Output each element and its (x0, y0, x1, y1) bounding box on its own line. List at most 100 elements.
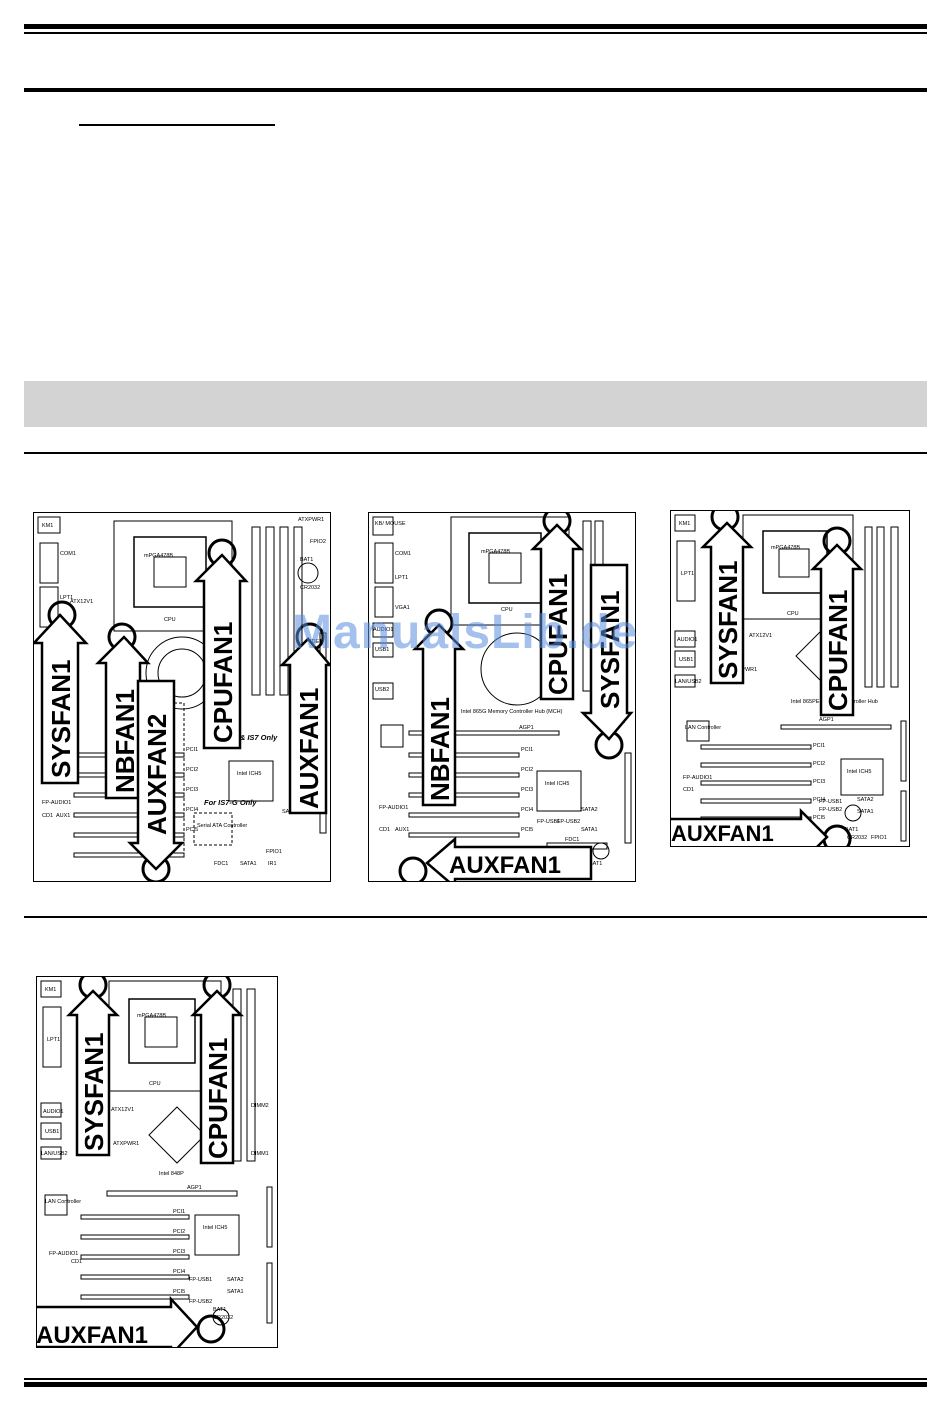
bottom-rule-thin (24, 1378, 927, 1380)
b4-lbl-16: PCI5 (173, 1289, 185, 1295)
b2-arrow-auxfan (425, 836, 593, 881)
b1-callout-1: NBFAN1 (110, 689, 140, 793)
b2-lbl-11: PCI1 (521, 747, 533, 753)
b3-callout-1: CPUFAN1 (823, 590, 853, 711)
b4-lbl-23: SATA2 (227, 1277, 244, 1283)
b3-arrow-sysfan (699, 521, 755, 685)
b2-lbl-9: Intel 865G Memory Controller Hub (MCH) (461, 709, 563, 715)
b2-lbl-17: FP-AUDIO1 (379, 805, 408, 811)
b3-callout-0: SYSFAN1 (713, 561, 743, 680)
b2-lbl-2: LPT1 (395, 575, 408, 581)
b1-callout-0: SYSFAN1 (46, 660, 76, 779)
b1-lbl-25: Serial ATA Controller (197, 823, 247, 829)
b2-lbl-4: AUDIO1 (373, 627, 393, 633)
b4-lbl-8: ATXPWR1 (113, 1141, 139, 1147)
motherboard-diagram-4: KM1 LPT1 AUDIO1 USB1 LAN/USB2 CPU mPGA47… (36, 976, 278, 1348)
b1-arrow-cpufan (192, 553, 249, 750)
b4-lbl-26: DIMM1 (251, 1151, 269, 1157)
b1-lbl-24: mPGA478B (144, 553, 173, 559)
board-3-svg: KM1 LPT1 AUDIO1 USB1 LAN/USB2 CPU mPGA47… (671, 511, 907, 846)
b3-lbl-26: FPIO1 (871, 835, 887, 841)
board-1-svg: KM1 COM1 LPT1 CPU ATX12V1 ATXPWR1 Intel … (34, 516, 330, 881)
motherboard-diagram-1: KM1 COM1 LPT1 CPU ATX12V1 ATXPWR1 Intel … (33, 512, 331, 882)
b2-callout-2: SYSFAN1 (595, 591, 625, 710)
b4-lbl-25: CR2032 (213, 1315, 233, 1321)
b2-callout-0: NBFAN1 (425, 697, 455, 801)
b4-lbl-14: PCI3 (173, 1249, 185, 1255)
b2-arrow-sysfan (579, 563, 634, 741)
b1-lbl-4: ATX12V1 (70, 599, 93, 605)
b3-lbl-24: BAT1 (845, 827, 858, 833)
b1-lbl-10: PCI1 (186, 747, 198, 753)
b4-lbl-10: LAN Controller (45, 1199, 81, 1205)
b3-lbl-19: CD1 (683, 787, 694, 793)
b1-lbl-3: CPU (164, 617, 176, 623)
b4-lbl-4: LAN/USB2 (41, 1151, 68, 1157)
b2-lbl-5: USB1 (375, 647, 389, 653)
b1-lbl-16: SATA1 (240, 861, 257, 867)
b3-lbl-0: KM1 (679, 521, 690, 527)
b3-lbl-11: AGP1 (819, 717, 834, 723)
b1-lbl-13: PCI4 (186, 807, 198, 813)
b4-lbl-17: Intel ICH5 (203, 1225, 227, 1231)
b1-callout-2: AUXFAN2 (142, 714, 172, 835)
b2-arrow-cpufan (529, 523, 585, 701)
b1-lbl-0: KM1 (42, 523, 53, 529)
b1-lbl-26: IR1 (268, 861, 277, 867)
b1-lbl-18: BAT1 (300, 557, 313, 563)
top-rule-thin (24, 32, 927, 34)
header-rule (24, 88, 927, 92)
b1-lbl-20: FPIO2 (310, 539, 326, 545)
b1-lbl-8: CD1 (42, 813, 53, 819)
b1-lbl-7: FP-AUDIO1 (42, 800, 71, 806)
b4-lbl-19: CD1 (71, 1259, 82, 1265)
b4-lbl-27: DIMM2 (251, 1103, 269, 1109)
b4-lbl-7: ATX12V1 (111, 1107, 134, 1113)
b2-lbl-13: PCI3 (521, 787, 533, 793)
b4-lbl-18: FP-AUDIO1 (49, 1251, 78, 1257)
motherboard-diagram-3: KM1 LPT1 AUDIO1 USB1 LAN/USB2 CPU mPGA47… (670, 510, 910, 847)
b2-lbl-21: FP-USB2 (557, 819, 580, 825)
b2-lbl-23: SATA2 (581, 807, 598, 813)
b2-lbl-1: COM1 (395, 551, 411, 557)
b3-lbl-22: SATA1 (857, 809, 874, 815)
b2-lbl-10: AGP1 (519, 725, 534, 731)
b4-lbl-21: FP-USB2 (189, 1299, 212, 1305)
b1-lbl-11: PCI2 (186, 767, 198, 773)
b3-lbl-4: LAN/USB2 (675, 679, 702, 685)
b1-callout-4: AUXFAN1 (294, 688, 324, 809)
b2-lbl-15: PCI5 (521, 827, 533, 833)
b1-lbl-15: FDC1 (214, 861, 228, 867)
b1-arrow-auxfan1 (278, 637, 330, 815)
subsection-underline (79, 124, 275, 126)
b3-lbl-6: mPGA478B (771, 545, 800, 551)
b4-lbl-1: LPT1 (47, 1037, 60, 1043)
b2-lbl-20: FP-USB1 (537, 819, 560, 825)
b3-lbl-25: CR2032 (847, 835, 867, 841)
b4-lbl-9: Intel 848P (159, 1171, 184, 1177)
b1-lbl-12: PCI3 (186, 787, 198, 793)
section-heading-band (24, 381, 927, 427)
b2-callout-3: AUXFAN1 (449, 852, 561, 879)
board-4-svg: KM1 LPT1 AUDIO1 USB1 LAN/USB2 CPU mPGA47… (37, 977, 273, 1347)
b4-arrow-auxfan (37, 1295, 199, 1347)
b2-arrow-nbfan (411, 623, 467, 807)
b3-lbl-1: LPT1 (681, 571, 694, 577)
b1-lbl-21: FPIO1 (266, 849, 282, 855)
bottom-rule-thick (24, 1382, 927, 1387)
b4-lbl-0: KM1 (45, 987, 56, 993)
b3-lbl-10: LAN Controller (685, 725, 721, 731)
b4-callout-2: AUXFAN1 (36, 1322, 149, 1349)
b3-lbl-20: FP-USB1 (819, 799, 842, 805)
b1-lbl-19: CR2032 (300, 585, 320, 591)
b2-lbl-18: CD1 (379, 827, 390, 833)
b1-callout-3: CPUFAN1 (208, 622, 238, 743)
b2-lbl-7: CPU (501, 607, 513, 613)
b4-callout-1: CPUFAN1 (203, 1038, 233, 1159)
b2-lbl-14: PCI4 (521, 807, 533, 813)
b3-lbl-2: AUDIO1 (677, 637, 697, 643)
b2-lbl-8: mPGA478B (481, 549, 510, 555)
b2-circle-auxfan (398, 856, 428, 881)
b1-arrow-sysfan (34, 613, 89, 785)
b3-lbl-5: CPU (787, 611, 799, 617)
